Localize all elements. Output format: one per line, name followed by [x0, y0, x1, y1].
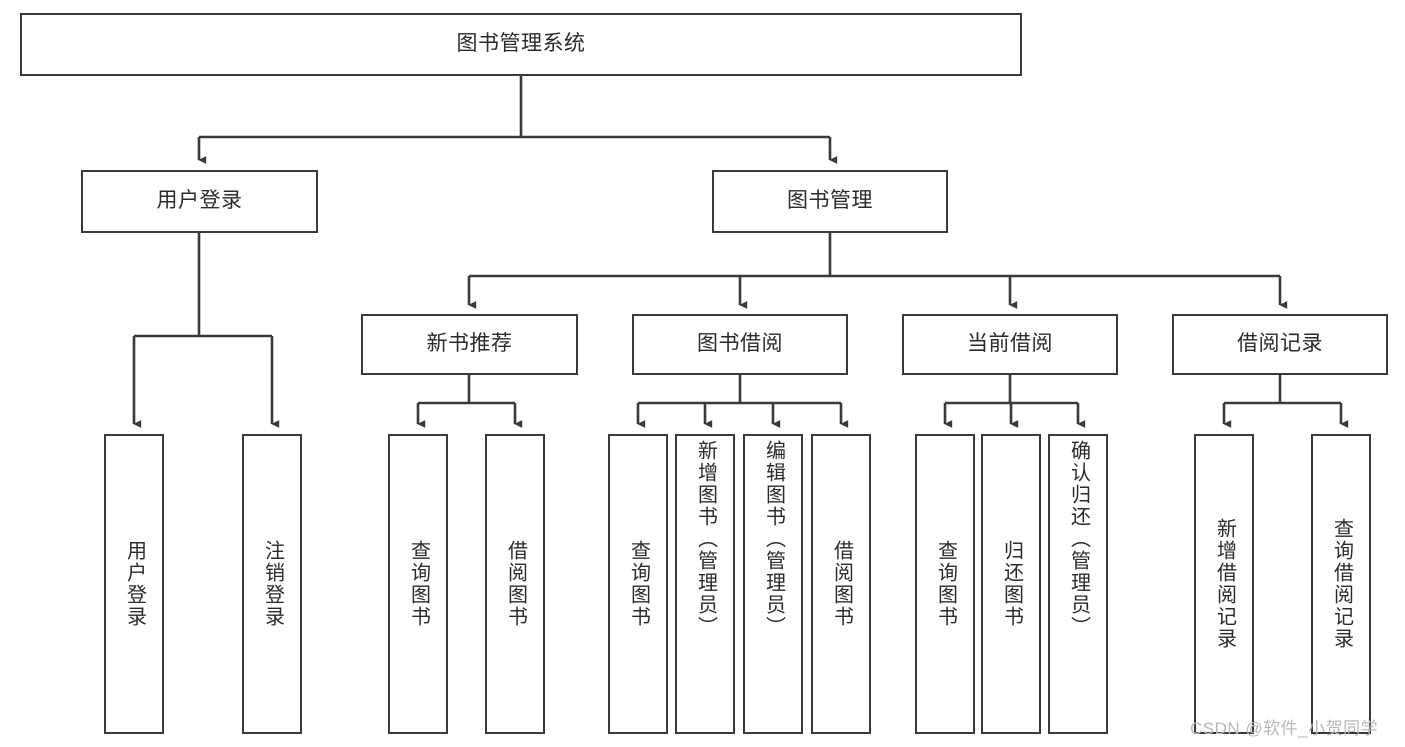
node-label: 归还图书 — [1000, 540, 1023, 628]
connector-group-root — [197, 76, 838, 164]
node-current-borrow[interactable]: 当前借阅 — [902, 314, 1118, 375]
leaf-query-book-borrow[interactable]: 查询图书 — [608, 434, 668, 734]
leaf-logout[interactable]: 注销登录 — [242, 434, 302, 734]
node-label: 用户登录 — [156, 189, 243, 213]
node-root-system[interactable]: 图书管理系统 — [20, 13, 1022, 76]
node-book-borrow[interactable]: 图书借阅 — [632, 314, 848, 375]
leaf-borrow-book-new-rec[interactable]: 借阅图书 — [485, 434, 545, 734]
node-label: 借阅图书 — [830, 540, 853, 628]
connector-group-book-borrow — [636, 375, 849, 428]
node-label: 图书管理系统 — [456, 32, 586, 56]
node-label: 编辑图书（管理员） — [762, 440, 785, 638]
connector-group-new-book-rec — [416, 375, 523, 428]
node-label: 图书管理 — [787, 189, 873, 213]
leaf-query-book-new-rec[interactable]: 查询图书 — [388, 434, 448, 734]
leaf-return-book[interactable]: 归还图书 — [981, 434, 1041, 734]
node-label: 图书借阅 — [697, 332, 783, 356]
node-label: 新增借阅记录 — [1213, 518, 1236, 650]
node-new-book-recommend[interactable]: 新书推荐 — [361, 314, 578, 375]
node-label: 用户登录 — [123, 540, 146, 628]
connector-group-borrow-record — [1222, 375, 1349, 428]
node-label: 注销登录 — [261, 540, 284, 628]
connector-group-user-login — [132, 233, 280, 428]
leaf-add-book-admin[interactable]: 新增图书（管理员） — [675, 434, 735, 734]
node-label: 新增图书（管理员） — [694, 440, 717, 638]
leaf-user-login[interactable]: 用户登录 — [104, 434, 164, 734]
leaf-query-book-current[interactable]: 查询图书 — [915, 434, 975, 734]
node-label: 查询图书 — [934, 540, 957, 628]
node-borrow-record[interactable]: 借阅记录 — [1172, 314, 1388, 375]
leaf-add-borrow-record[interactable]: 新增借阅记录 — [1194, 434, 1254, 734]
node-label: 借阅图书 — [504, 540, 527, 628]
node-label: 查询图书 — [407, 540, 430, 628]
connector-group-book-manage — [467, 233, 1288, 309]
node-book-manage[interactable]: 图书管理 — [712, 170, 948, 233]
node-label: 查询图书 — [627, 540, 650, 628]
leaf-edit-book-admin[interactable]: 编辑图书（管理员） — [743, 434, 803, 734]
node-label: 借阅记录 — [1237, 332, 1323, 356]
leaf-query-borrow-record[interactable]: 查询借阅记录 — [1311, 434, 1371, 734]
node-user-login[interactable]: 用户登录 — [81, 170, 318, 233]
node-label: 查询借阅记录 — [1330, 518, 1353, 650]
csdn-watermark: CSDN @软件_小贺同学 — [1190, 719, 1379, 738]
leaf-borrow-book-borrow[interactable]: 借阅图书 — [811, 434, 871, 734]
node-label: 新书推荐 — [426, 332, 513, 356]
connector-group-current-borrow — [943, 375, 1086, 428]
node-label: 确认归还（管理员） — [1067, 440, 1090, 638]
node-label: 当前借阅 — [967, 332, 1053, 356]
leaf-confirm-return-admin[interactable]: 确认归还（管理员） — [1048, 434, 1108, 734]
